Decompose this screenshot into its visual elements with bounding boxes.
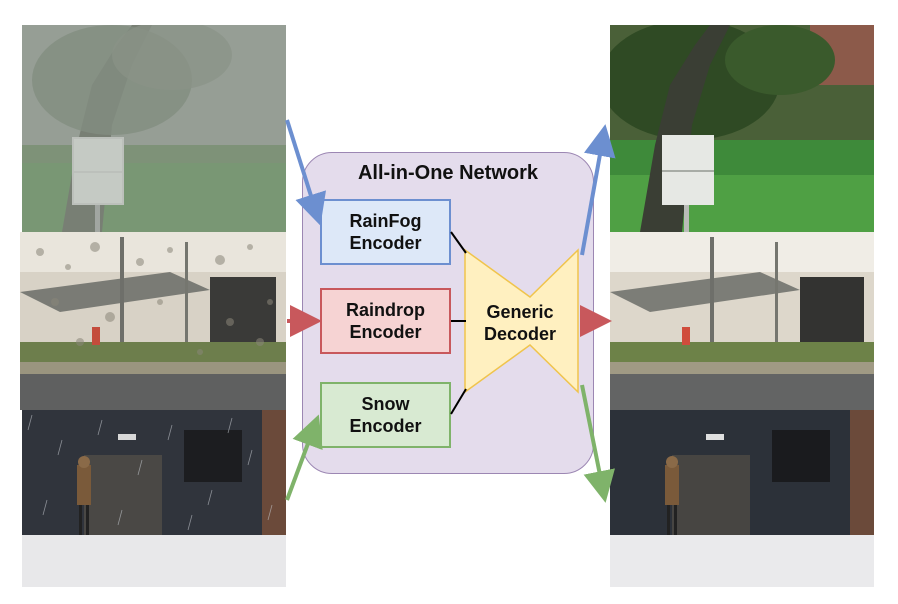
decoder-label-line2: Decoder bbox=[483, 324, 557, 344]
snow-encoder-label-line1: Snow bbox=[361, 394, 410, 414]
input-image-snow bbox=[22, 410, 286, 587]
rainfog-encoder-label-line1: RainFog bbox=[349, 211, 422, 231]
raindrop-encoder-label-line2: Encoder bbox=[349, 322, 422, 342]
input-image-rainfog bbox=[22, 25, 286, 232]
raindrop-encoder-label-line1: Raindrop bbox=[346, 300, 425, 320]
snow-encoder-label-line2: Encoder bbox=[349, 416, 422, 436]
decoder-label-line1: Generic bbox=[486, 302, 554, 322]
generic-decoder-label: Generic Decoder bbox=[470, 301, 570, 345]
raindrop-encoder-box: Raindrop Encoder bbox=[320, 288, 451, 354]
rainfog-encoder-label-line2: Encoder bbox=[349, 233, 422, 253]
output-image-snow bbox=[610, 410, 874, 587]
input-image-raindrop bbox=[20, 232, 286, 410]
snow-encoder-box: Snow Encoder bbox=[320, 382, 451, 448]
rainfog-encoder-box: RainFog Encoder bbox=[320, 199, 451, 265]
output-image-raindrop bbox=[610, 232, 874, 410]
output-image-rainfog bbox=[610, 25, 874, 232]
network-title: All-in-One Network bbox=[357, 162, 538, 184]
